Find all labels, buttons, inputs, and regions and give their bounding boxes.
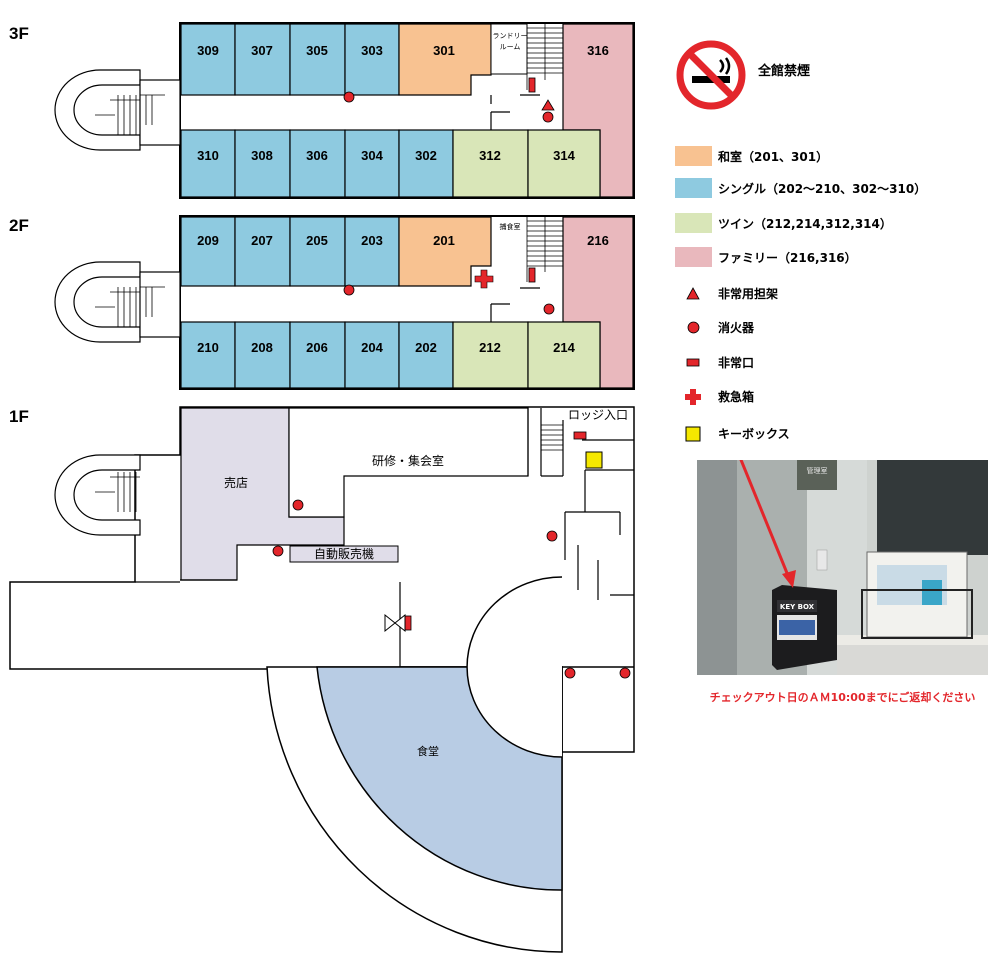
label-205: 205 [306, 233, 328, 248]
label-202: 202 [415, 340, 437, 355]
room-309 [180, 23, 236, 96]
room-310 [180, 129, 236, 198]
room-307 [234, 23, 291, 96]
label-310: 310 [197, 148, 219, 163]
label-304: 304 [361, 148, 383, 163]
label-307: 307 [251, 43, 273, 58]
no-smoking-label: 全館禁煙 [758, 64, 811, 79]
laundry-label-1: ランドリー [493, 32, 528, 40]
legend-twin: ツイン（212,214,312,314） [675, 213, 892, 233]
legend-exit: 非常口 [675, 354, 754, 371]
seminar-label: 研修・集会室 [372, 453, 444, 468]
room-312 [452, 129, 529, 198]
room-302 [398, 129, 454, 198]
room-308 [234, 129, 291, 198]
dining-label: 食堂 [417, 744, 439, 758]
label-316: 316 [587, 43, 609, 58]
twin-label: ツイン（212,214,312,314） [718, 216, 892, 231]
legend-extinguisher: 消火器 [675, 319, 754, 336]
extinguisher-label: 消火器 [718, 321, 755, 335]
keybox-label: キーボックス [718, 427, 790, 441]
label-208: 208 [251, 340, 273, 355]
washitsu-label: 和室（201、301） [718, 149, 829, 164]
legend-firstaid: 救急箱 [675, 388, 754, 405]
firstaid-label: 救急箱 [718, 390, 755, 404]
key-box-label: KEY BOX [780, 603, 815, 611]
legend-keybox: キーボックス [675, 425, 790, 442]
label-216: 216 [587, 233, 609, 248]
single-swatch [675, 178, 712, 198]
family-label: ファミリー（216,316） [718, 250, 857, 265]
label-201: 201 [433, 233, 455, 248]
washitsu-swatch [675, 146, 712, 166]
floor-1 [9, 406, 635, 953]
room-303 [344, 23, 400, 96]
label-314: 314 [553, 148, 575, 163]
floor-3 [54, 22, 635, 199]
stretcher-icon [685, 286, 701, 302]
label-207: 207 [251, 233, 273, 248]
label-312: 312 [479, 148, 501, 163]
legend-washitsu: 和室（201、301） [675, 146, 828, 166]
label-206: 206 [306, 340, 328, 355]
stretcher-label: 非常用担架 [718, 287, 779, 301]
legend-stretcher: 非常用担架 [675, 285, 778, 302]
label-309: 309 [197, 43, 219, 58]
single-label: シングル（202～210、302～310） [718, 181, 927, 196]
keybox-photo: 管理室 KEY BOX [697, 460, 988, 675]
room-305 [289, 23, 346, 96]
vending-label: 自動販売機 [314, 546, 374, 561]
room-306 [289, 129, 346, 198]
label-308: 308 [251, 148, 273, 163]
label-302: 302 [415, 148, 437, 163]
label-203: 203 [361, 233, 383, 248]
legend-single: シングル（202～210、302～310） [675, 178, 926, 198]
label-303: 303 [361, 43, 383, 58]
floor-label-1f: 1F [9, 407, 29, 426]
keybox-icon [685, 426, 701, 442]
label-214: 214 [553, 340, 575, 355]
label-301: 301 [433, 43, 455, 58]
floor-label-2f: 2F [9, 216, 29, 235]
laundry-label-2: ルーム [500, 43, 521, 51]
label-212: 212 [479, 340, 501, 355]
room-314 [527, 129, 601, 198]
label-305: 305 [306, 43, 328, 58]
lodge-entrance-label: ロッジ入口 [568, 408, 628, 422]
pantry-label: 捕食室 [500, 222, 521, 231]
office-sign: 管理室 [807, 466, 828, 475]
exit-icon [685, 355, 701, 371]
exit-label: 非常口 [718, 356, 755, 370]
room-304 [344, 129, 400, 198]
keybox-caption: チェックアウト日のＡＭ10:00までにご返却ください [709, 691, 976, 704]
extinguisher-icon [685, 320, 701, 336]
shop-label: 売店 [224, 475, 248, 490]
twin-swatch [675, 213, 712, 233]
label-306: 306 [306, 148, 328, 163]
floor-label-3f: 3F [9, 24, 29, 43]
no-smoking-icon [676, 40, 746, 110]
family-swatch [675, 247, 712, 267]
label-209: 209 [197, 233, 219, 248]
label-204: 204 [361, 340, 383, 355]
legend-family: ファミリー（216,316） [675, 247, 857, 267]
label-210: 210 [197, 340, 219, 355]
first-aid-icon [685, 388, 701, 405]
floor-2 [54, 215, 635, 390]
